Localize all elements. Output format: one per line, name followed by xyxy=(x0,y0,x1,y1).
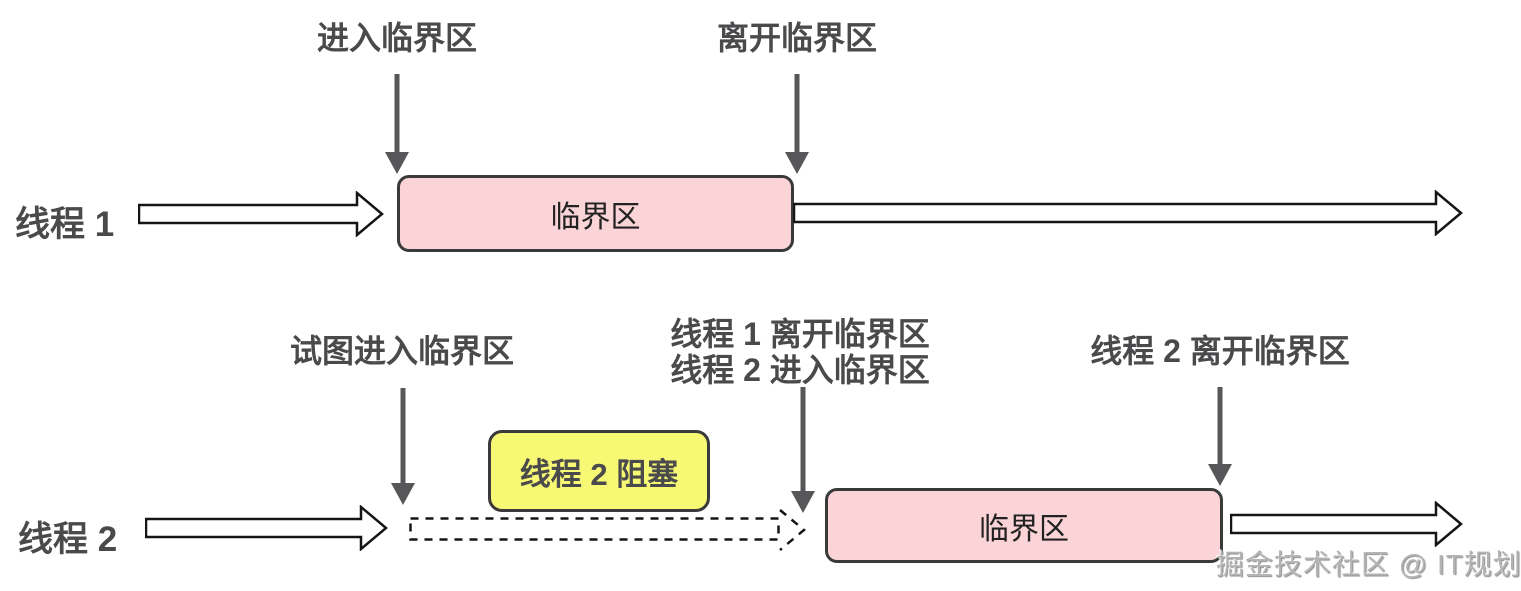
thread2-exit-flow-arrow-icon xyxy=(1230,501,1463,547)
thread1-flow-arrow-icon xyxy=(138,191,384,237)
leave-critical-section-label: 离开临界区 xyxy=(716,20,878,56)
enter-annotation-arrow-down-icon xyxy=(385,74,409,174)
thread1-label: 线程 1 xyxy=(15,205,115,244)
leave-annotation-arrow-down-icon xyxy=(785,74,809,174)
thread1-critical-section-label: 临界区 xyxy=(550,200,641,234)
try-enter-critical-section-label: 试图进入临界区 xyxy=(289,333,515,369)
watermark: 掘金技术社区 @ IT规划师 xyxy=(1216,549,1521,580)
handover-label: 线程 1 离开临界区 线程 2 进入临界区 xyxy=(670,316,930,388)
thread2-label: 线程 2 xyxy=(18,520,118,559)
handover-annotation-arrow-down-icon xyxy=(791,387,815,513)
thread2-leave-critical-section-label: 线程 2 离开临界区 xyxy=(1090,333,1350,369)
thread2-blocked-box: 线程 2 阻塞 xyxy=(488,430,710,512)
thread1-critical-section-box: 临界区 xyxy=(397,175,794,252)
thread2-flow-arrow-icon xyxy=(145,505,388,551)
thread2-critical-section-label: 临界区 xyxy=(979,512,1069,546)
thread2-leave-annotation-arrow-down-icon xyxy=(1208,387,1232,486)
try-enter-annotation-arrow-down-icon xyxy=(391,388,415,505)
enter-critical-section-label: 进入临界区 xyxy=(316,20,478,56)
thread2-blocked-dashed-arrow-icon xyxy=(409,509,806,551)
thread2-critical-section-box: 临界区 xyxy=(825,488,1223,563)
thread1-exit-flow-arrow-icon xyxy=(793,190,1463,236)
handover-label-line1: 线程 1 离开临界区 xyxy=(670,316,930,352)
handover-label-line2: 线程 2 进入临界区 xyxy=(670,352,930,388)
thread2-blocked-label: 线程 2 阻塞 xyxy=(519,456,679,492)
